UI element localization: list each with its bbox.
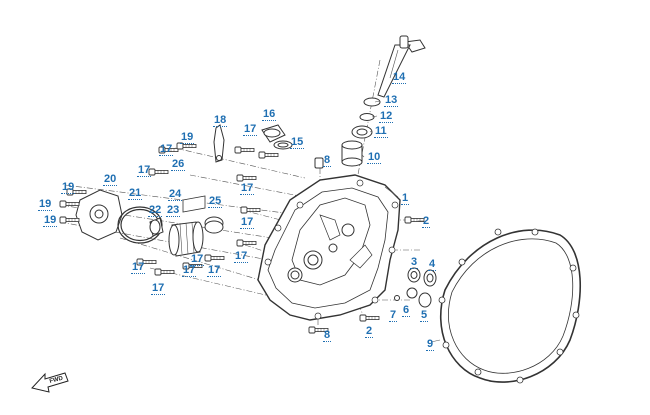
callout-19[interactable]: 19 <box>38 198 53 211</box>
callout-1[interactable]: 1 <box>401 192 410 205</box>
clutch-cover-part-1 <box>257 174 401 321</box>
callout-8[interactable]: 8 <box>323 329 332 342</box>
callout-11[interactable]: 11 <box>374 125 388 138</box>
callout-2[interactable]: 2 <box>422 215 431 228</box>
callout-16[interactable]: 16 <box>262 108 277 121</box>
callout-20[interactable]: 20 <box>103 173 118 186</box>
callout-17[interactable]: 17 <box>234 250 249 263</box>
ring-parts-right <box>394 267 437 308</box>
callout-17[interactable]: 17 <box>137 164 152 177</box>
callout-17[interactable]: 17 <box>207 264 222 277</box>
leader-lines <box>361 49 441 343</box>
callout-26[interactable]: 26 <box>171 158 186 171</box>
forward-direction-arrow: FWD <box>31 372 69 393</box>
plate-part-24 <box>182 195 206 213</box>
callout-17[interactable]: 17 <box>240 216 255 229</box>
shaft-part-14 <box>377 35 426 98</box>
callout-19[interactable]: 19 <box>180 131 195 144</box>
callout-25[interactable]: 25 <box>208 195 223 208</box>
bearing-stack <box>341 97 381 167</box>
callout-4[interactable]: 4 <box>428 258 437 271</box>
callout-17[interactable]: 17 <box>243 123 258 136</box>
lever-part-18 <box>213 124 324 169</box>
gasket-part-9 <box>438 228 582 384</box>
callout-19[interactable]: 19 <box>43 214 58 227</box>
callout-3[interactable]: 3 <box>410 256 419 269</box>
callout-17[interactable]: 17 <box>159 143 174 156</box>
callout-2[interactable]: 2 <box>365 325 374 338</box>
callout-17[interactable]: 17 <box>190 253 205 266</box>
callout-15[interactable]: 15 <box>290 136 305 149</box>
callout-17[interactable]: 17 <box>131 261 146 274</box>
callout-14[interactable]: 14 <box>392 71 407 84</box>
fwd-label: FWD <box>49 375 64 385</box>
callout-8[interactable]: 8 <box>323 154 332 167</box>
callout-9[interactable]: 9 <box>426 338 435 351</box>
callout-19[interactable]: 19 <box>61 181 76 194</box>
callout-5[interactable]: 5 <box>420 309 429 322</box>
callout-17[interactable]: 17 <box>182 264 197 277</box>
callout-23[interactable]: 23 <box>166 204 181 217</box>
callout-18[interactable]: 18 <box>213 114 228 127</box>
callout-17[interactable]: 17 <box>151 282 166 295</box>
callout-7[interactable]: 7 <box>389 309 398 322</box>
callout-6[interactable]: 6 <box>402 304 411 317</box>
cap-part-25 <box>204 216 224 234</box>
callout-22[interactable]: 22 <box>148 204 163 217</box>
callout-24[interactable]: 24 <box>168 188 183 201</box>
filter-part-22-23 <box>149 217 204 257</box>
callout-12[interactable]: 12 <box>379 110 394 123</box>
callout-21[interactable]: 21 <box>128 187 143 200</box>
callout-13[interactable]: 13 <box>384 94 399 107</box>
callout-10[interactable]: 10 <box>367 151 382 164</box>
cover-part-20 <box>75 189 123 241</box>
callout-17[interactable]: 17 <box>240 182 255 195</box>
